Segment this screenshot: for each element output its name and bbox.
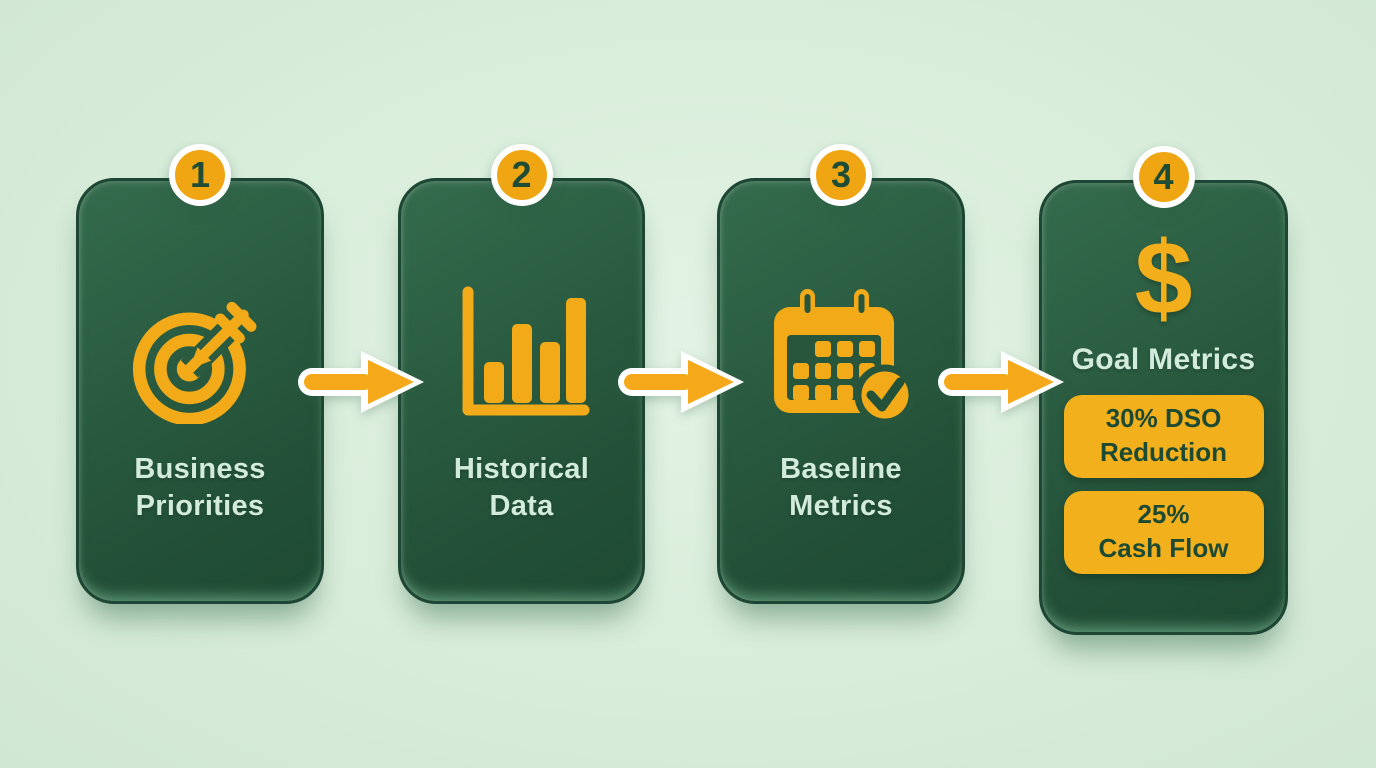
step-number-badge: 4	[1132, 146, 1195, 208]
step-number-badge: 2	[490, 144, 553, 206]
step-title: Historical Data	[453, 453, 590, 522]
step-number: 1	[189, 154, 211, 195]
bar-chart-icon	[447, 283, 597, 425]
step-card-historical-data: 2 Historical Data	[398, 144, 645, 604]
goal-badge-cash-flow: 25% Cash Flow	[1063, 491, 1264, 574]
arrow-right-icon	[938, 351, 1064, 413]
arrow-right-icon	[618, 351, 744, 413]
goal-badges: 30% DSO Reduction 25% Cash Flow	[1063, 395, 1264, 574]
step-card-business-priorities: 1 Business Priorities	[76, 144, 324, 604]
step-number: 3	[830, 154, 852, 195]
step-title: Baseline Metrics	[780, 453, 902, 522]
step-number: 2	[511, 154, 532, 195]
dollar-icon: $	[1134, 221, 1193, 337]
step-card-baseline-metrics: 3	[717, 144, 965, 604]
calendar-check-icon	[766, 283, 916, 425]
goal-badge-dso-reduction: 30% DSO Reduction	[1063, 395, 1264, 478]
step-title: Goal Metrics	[1071, 343, 1256, 376]
step-number-badge: 1	[169, 144, 231, 206]
target-icon	[125, 283, 275, 425]
arrow-right-icon	[298, 351, 424, 413]
step-card-goal-metrics: 4 $ Goal Metrics 30% DSO Reduction 25% C…	[1039, 146, 1288, 635]
step-number-badge: 3	[810, 144, 872, 206]
step-title: Business Priorities	[134, 453, 266, 522]
step-number: 4	[1153, 156, 1174, 197]
